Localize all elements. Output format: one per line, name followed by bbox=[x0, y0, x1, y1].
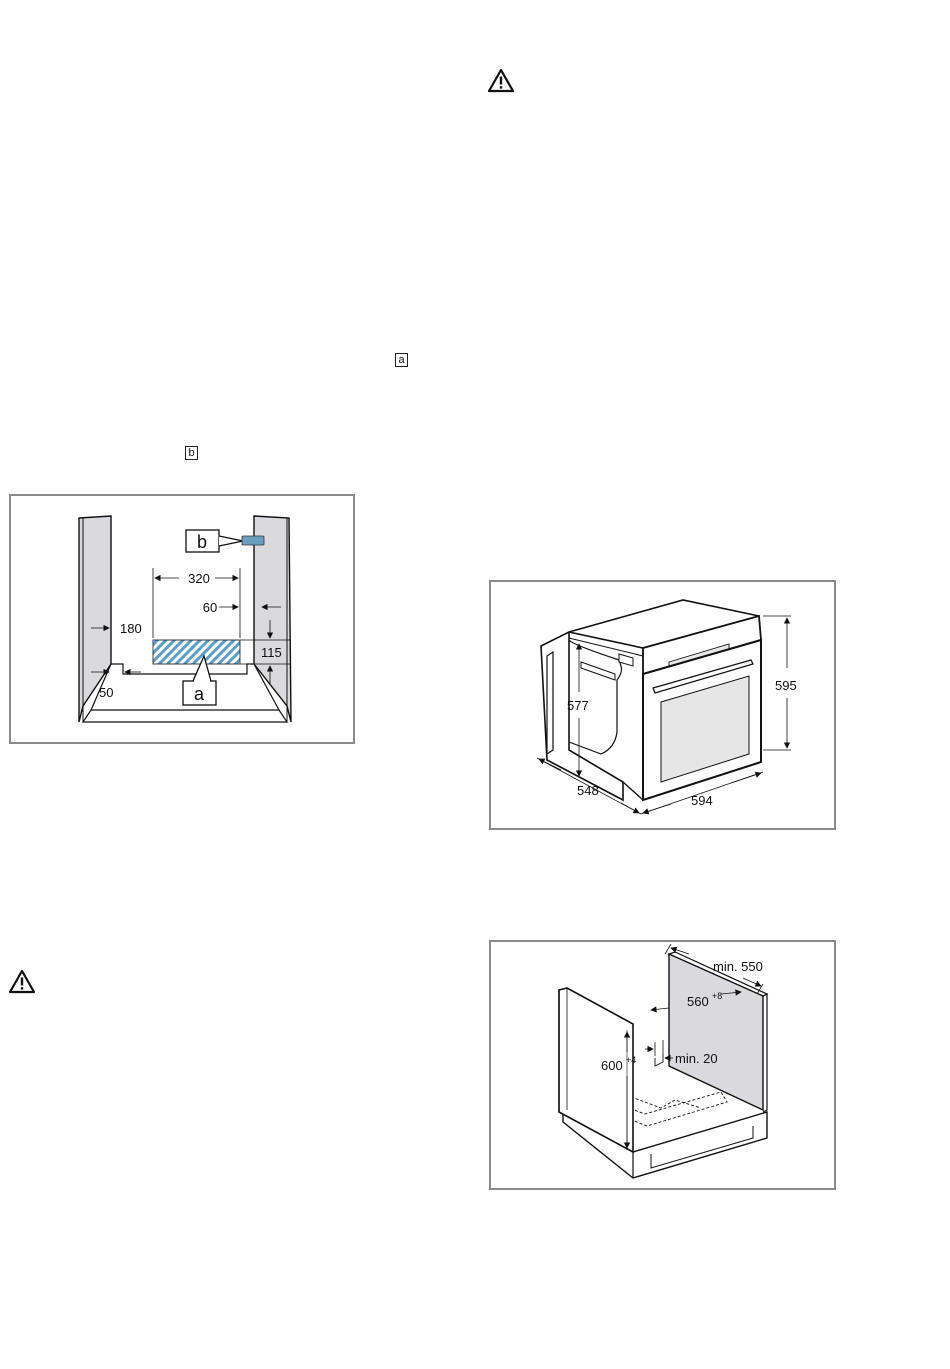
dim-577: 577 bbox=[567, 698, 589, 713]
warning-triangle-icon bbox=[487, 68, 515, 94]
ref-letter-b: b bbox=[185, 446, 198, 460]
dim-600-superscript: +4 bbox=[626, 1055, 636, 1065]
mounting-clip-icon bbox=[242, 536, 264, 545]
figure-oven-dimensions: 595 577 548 594 bbox=[489, 580, 836, 830]
label-b: b bbox=[197, 532, 207, 552]
dim-min-550: min. 550 bbox=[713, 959, 763, 974]
ventilation-cutout-area bbox=[153, 640, 240, 664]
right-side-panel bbox=[254, 516, 291, 722]
dim-180: 180 bbox=[120, 621, 142, 636]
dim-320: 320 bbox=[188, 571, 210, 586]
dim-595: 595 bbox=[775, 678, 797, 693]
warning-triangle-icon bbox=[8, 969, 36, 995]
label-a: a bbox=[194, 684, 205, 704]
niche-back-panel bbox=[669, 954, 763, 1110]
dim-min-20: min. 20 bbox=[675, 1051, 718, 1066]
figure-installation-niche: min. 550 560 +8 600 +4 min. 20 bbox=[489, 940, 836, 1190]
dim-594: 594 bbox=[691, 793, 713, 808]
dim-115: 115 bbox=[261, 645, 282, 660]
dim-50: 50 bbox=[99, 685, 113, 700]
dim-60: 60 bbox=[203, 600, 217, 615]
figure-ventilation-cutout: 320 60 180 115 50 b a bbox=[9, 494, 355, 744]
dim-548: 548 bbox=[577, 783, 599, 798]
dim-600: 600 bbox=[601, 1058, 623, 1073]
dim-560-superscript: +8 bbox=[712, 991, 722, 1001]
dim-560: 560 bbox=[687, 994, 709, 1009]
ref-letter-a: a bbox=[395, 353, 408, 367]
